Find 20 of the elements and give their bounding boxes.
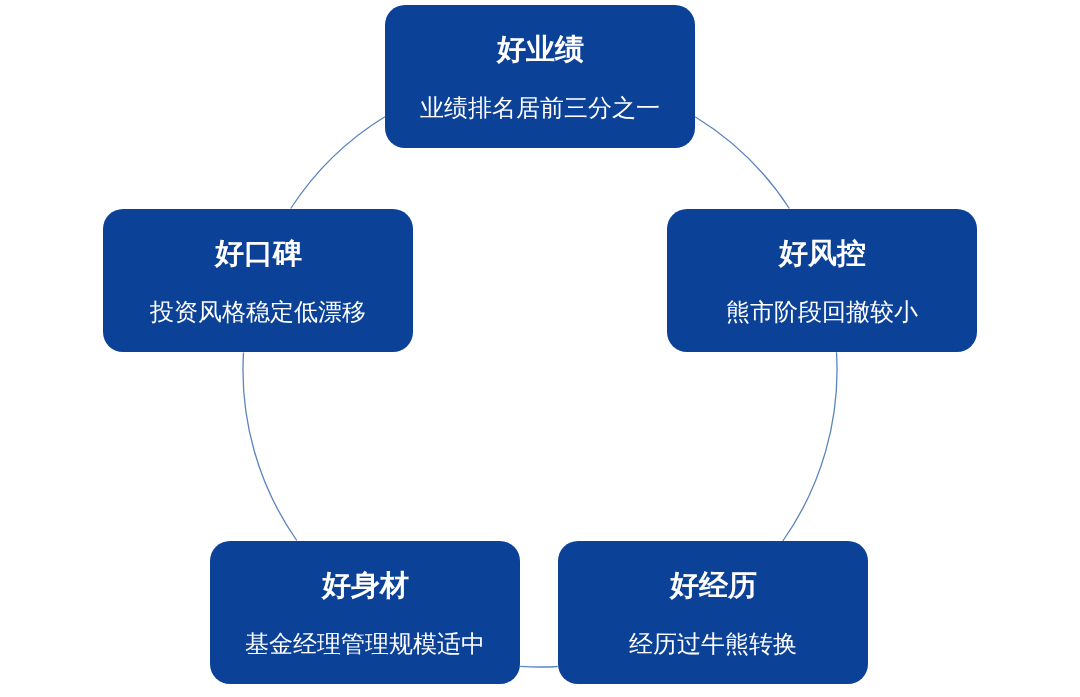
rounded-box xyxy=(210,541,520,684)
box-heading: 好口碑 xyxy=(214,234,302,272)
connector-arc xyxy=(290,116,386,210)
box-heading: 好身材 xyxy=(321,566,409,604)
box-description: 基金经理管理规模适中 xyxy=(245,628,485,660)
box-description: 经历过牛熊转换 xyxy=(629,628,797,660)
connector-arc xyxy=(242,351,298,542)
rounded-box xyxy=(103,209,413,352)
box-description: 投资风格稳定低漂移 xyxy=(150,296,366,328)
box-description: 熊市阶段回撤较小 xyxy=(726,296,918,328)
connector-arc xyxy=(694,116,790,210)
box-heading: 好业绩 xyxy=(496,30,584,68)
box-heading: 好风控 xyxy=(778,234,866,272)
rounded-box xyxy=(558,541,868,684)
box-description: 业绩排名居前三分之一 xyxy=(420,92,660,124)
rounded-box xyxy=(385,5,695,148)
connector-arc xyxy=(782,351,838,542)
rounded-box xyxy=(667,209,977,352)
connector-arc xyxy=(519,665,559,668)
box-heading: 好经历 xyxy=(669,566,757,604)
